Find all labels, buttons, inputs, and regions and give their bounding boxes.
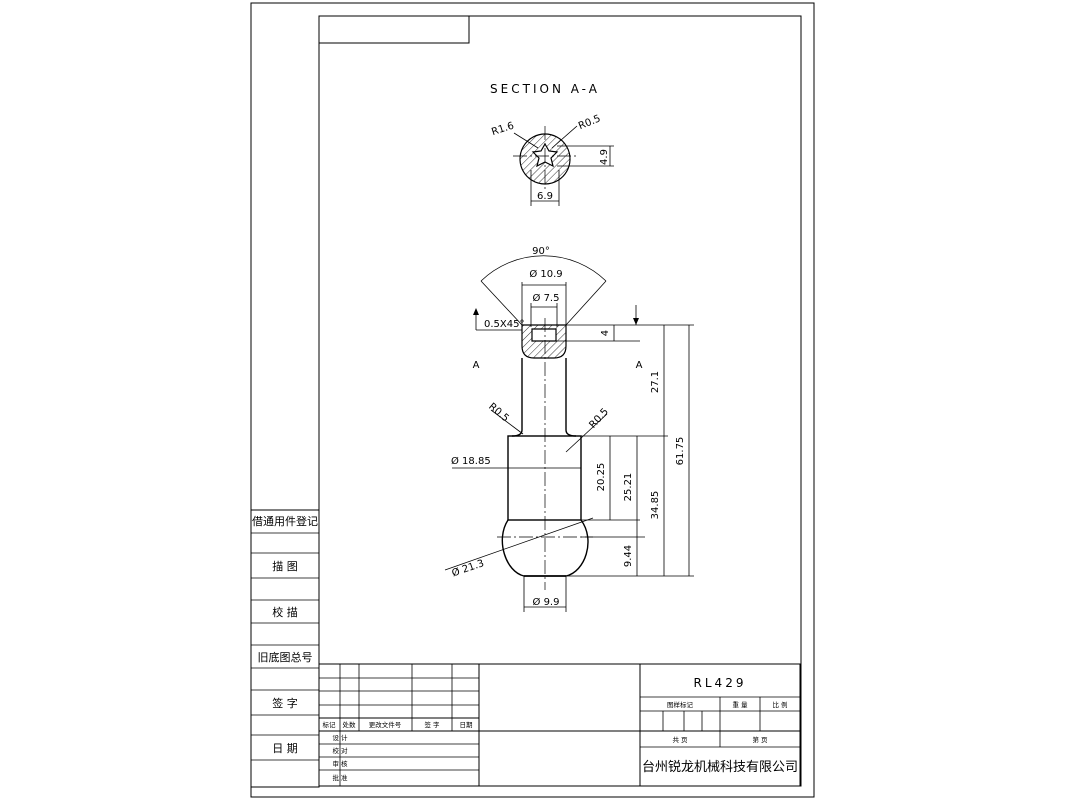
side-label-old-number: 旧底图总号 (258, 650, 313, 664)
radius-left: R0.5 (486, 401, 511, 424)
depth-dim: 4 (600, 330, 611, 336)
side-label-checking: 校 描 (272, 605, 298, 619)
neck-length-dim: 27.1 (650, 371, 661, 393)
rev-row-design: 设 计 (332, 733, 348, 742)
part-number: RL429 (694, 676, 747, 690)
rev-row-approve: 批 准 (332, 773, 348, 782)
section-width-dim: 6.9 (537, 191, 553, 202)
side-label-registration: 借通用件登记 (252, 514, 318, 528)
radius-right: R0.5 (587, 406, 610, 430)
total-length-dim: 61.75 (675, 437, 686, 466)
section-radius-left: R1.6 (490, 121, 515, 139)
section-height-dim: 4.9 (599, 149, 610, 165)
rev-header-date: 日期 (460, 721, 474, 729)
dia-bottom: Ø 9.9 (533, 596, 560, 608)
label-drawing-mark: 图样标记 (667, 700, 694, 709)
section-mark-left: A (473, 360, 480, 371)
dia-top-inner: Ø 7.5 (533, 292, 560, 304)
title-block: RL429 图样标记 重 量 比 例 共 页 第 页 台州锐龙机械科技有限公司 (640, 676, 800, 775)
main-view: 90° Ø 10.9 Ø 7.5 0.5X45° 4 A A (444, 246, 694, 612)
collar-height-dim: 20.25 (596, 463, 607, 492)
section-view: SECTION A-A R1.6 R0.5 4.9 6.9 (490, 82, 614, 206)
label-total-pages: 共 页 (672, 735, 688, 744)
side-label-date: 日 期 (272, 742, 298, 755)
section-title: SECTION A-A (490, 82, 600, 96)
company-name: 台州锐龙机械科技有限公司 (642, 760, 798, 775)
section-mark-right: A (636, 360, 643, 371)
label-weight: 重 量 (732, 701, 748, 709)
rev-row-check: 校 对 (332, 746, 348, 755)
ball-height-dim: 9.44 (623, 545, 634, 567)
dim-34-85: 34.85 (650, 491, 661, 520)
head-hatch (521, 324, 567, 359)
rev-row-review: 审 核 (332, 759, 348, 768)
label-scale: 比 例 (772, 700, 787, 709)
dia-ball: Ø 21.3 (450, 557, 485, 579)
rev-header-docno: 更改文件号 (369, 720, 402, 729)
rev-header-count: 处数 (343, 720, 357, 729)
dia-collar: Ø 18.85 (451, 455, 491, 467)
rev-header-mark: 标记 (323, 720, 337, 729)
chamfer-dim: 0.5X45° (484, 319, 524, 330)
label-page: 第 页 (752, 735, 768, 744)
side-panel: 借通用件登记 描 图 校 描 旧底图总号 签 字 日 期 (250, 509, 320, 788)
rev-header-sign: 签 字 (424, 720, 440, 729)
side-label-signature: 签 字 (272, 696, 298, 710)
angle-dim: 90° (532, 246, 550, 257)
section-radius-right: R0.5 (577, 113, 602, 132)
dia-top-outer: Ø 10.9 (529, 268, 562, 280)
dim-25-21: 25.21 (623, 473, 634, 502)
side-label-tracing: 描 图 (272, 559, 298, 573)
